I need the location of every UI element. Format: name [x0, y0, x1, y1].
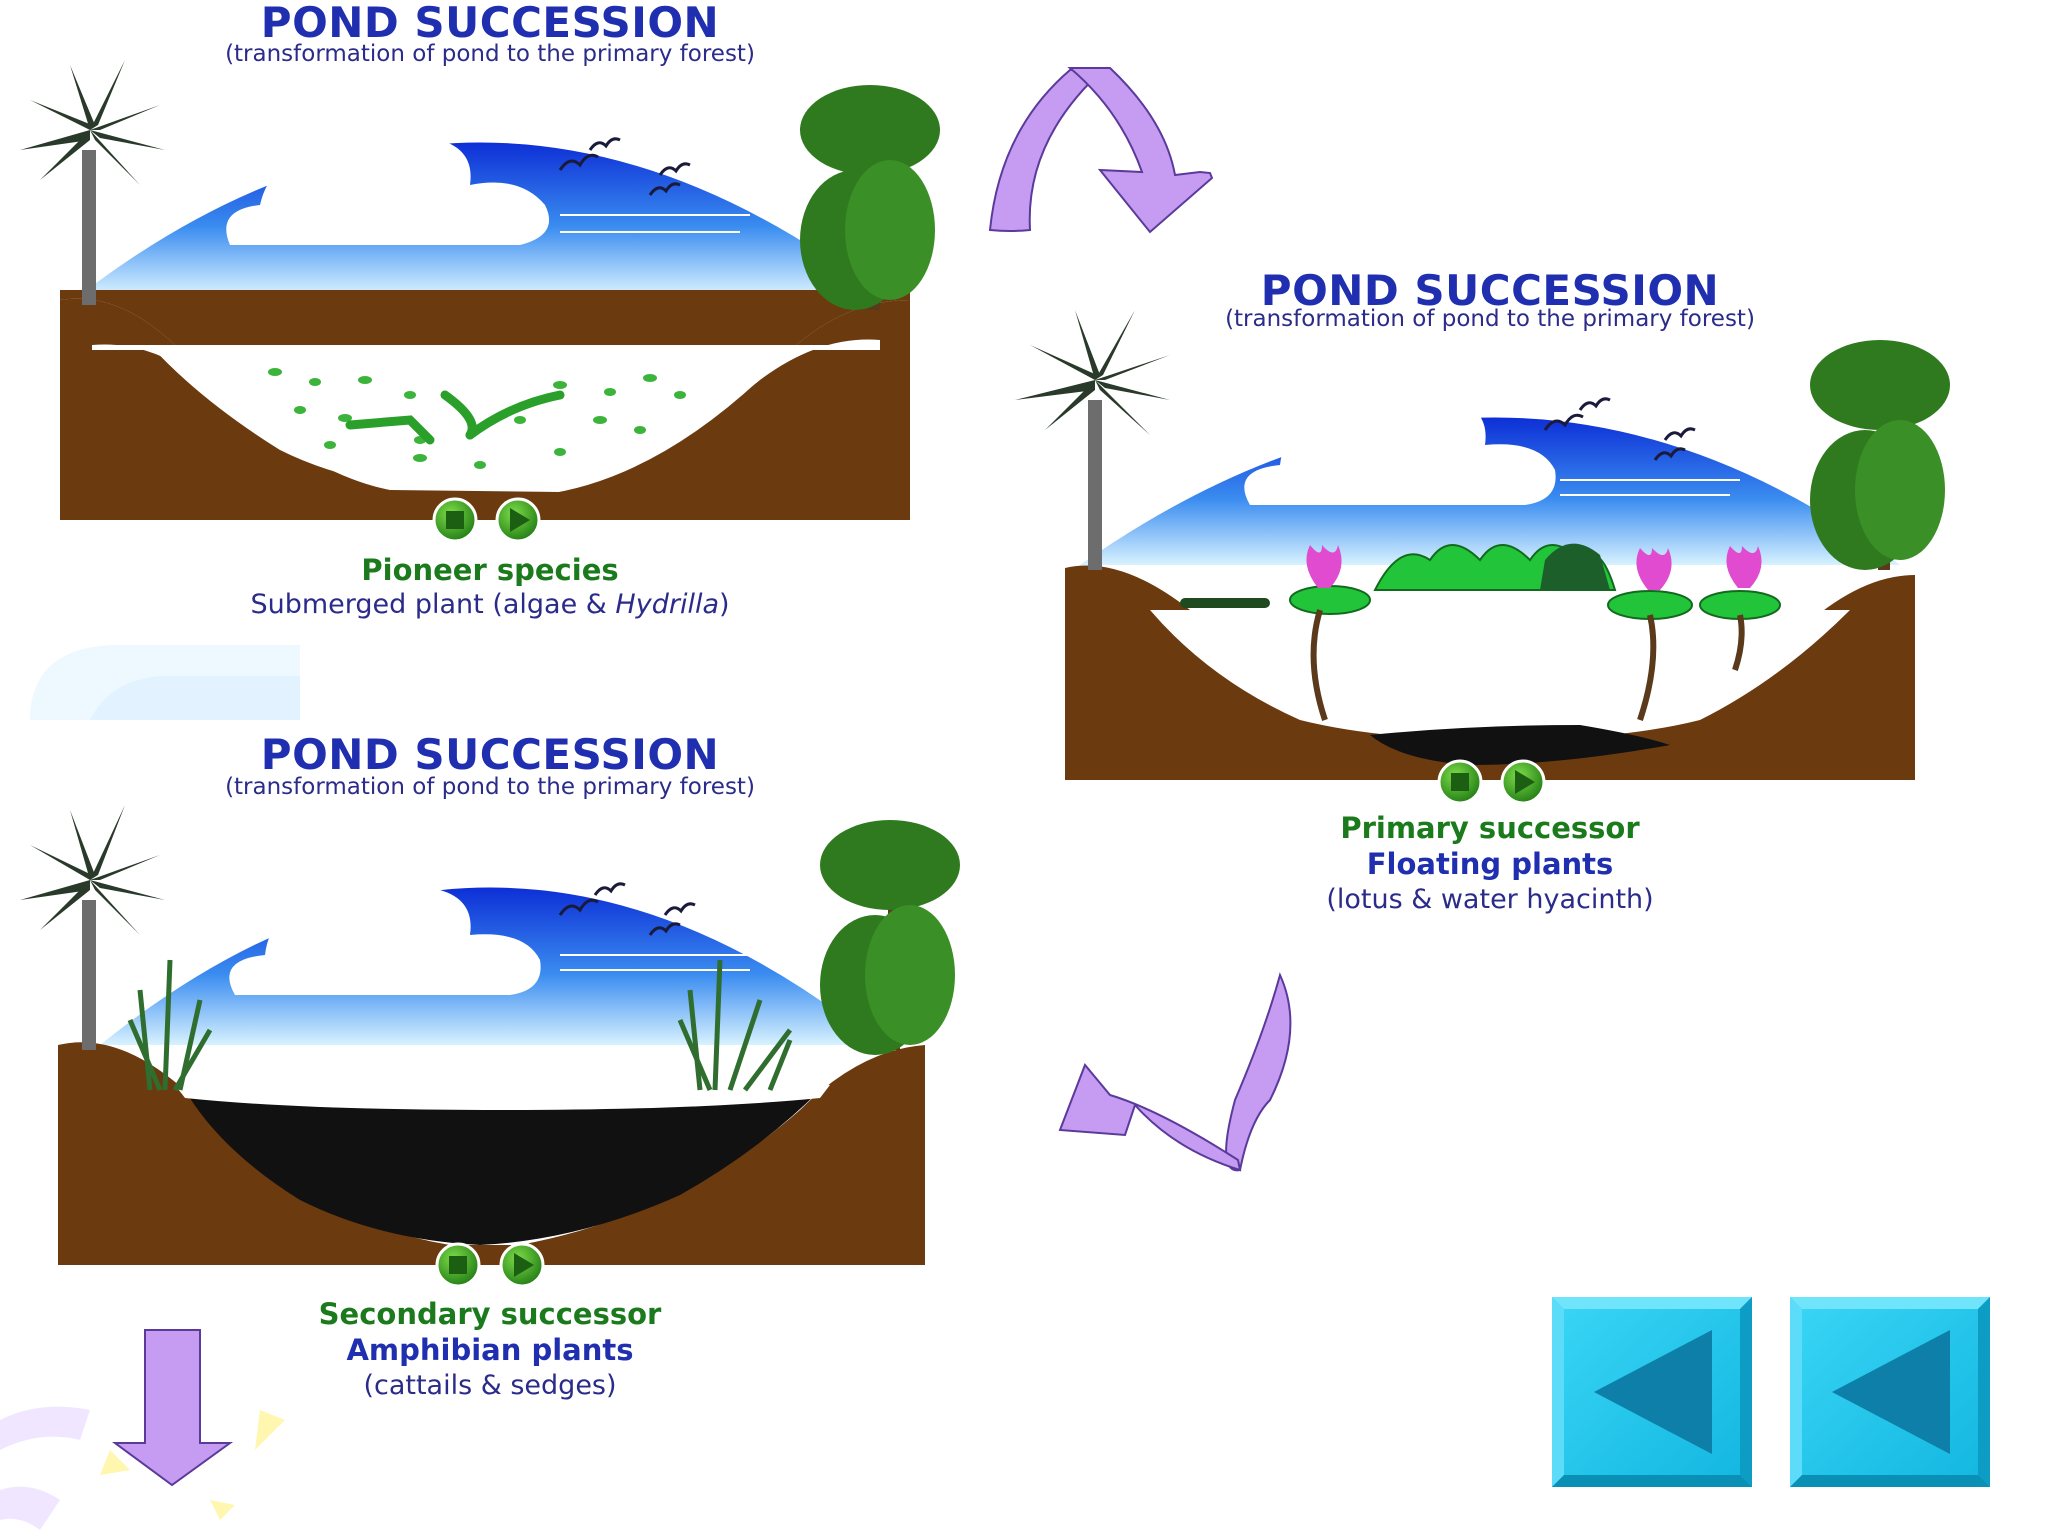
caption-text: Submerged plant (algae & — [250, 589, 616, 621]
pond-illustration-2 — [1015, 310, 1950, 780]
back-arrow-icon — [1594, 1330, 1712, 1454]
stop-button-icon[interactable] — [435, 1242, 481, 1288]
panel-secondary-successor: POND SUCCESSION (transformation of pond … — [160, 730, 820, 1430]
play-button-icon[interactable] — [499, 1242, 545, 1288]
caption-plant-type: Floating plants — [1366, 847, 1614, 882]
decor-shape — [255, 1410, 285, 1450]
play-button-icon[interactable] — [495, 497, 541, 543]
panel-subtitle: (transformation of pond to the primary f… — [1225, 306, 1755, 332]
pond-illustration-1 — [20, 60, 940, 520]
decor-shape — [100, 1450, 130, 1475]
stop-button-icon[interactable] — [1437, 759, 1483, 805]
caption-italic-text: Hydrilla — [615, 589, 719, 621]
panel-primary-successor: POND SUCCESSION (transformation of pond … — [1160, 260, 1820, 920]
panel-title: POND SUCCESSION — [260, 730, 720, 779]
panel-subtitle: (transformation of pond to the primary f… — [225, 774, 755, 800]
panel-title: POND SUCCESSION — [1260, 266, 1720, 315]
curved-arrow-icon — [988, 66, 1214, 234]
stop-button-icon[interactable] — [432, 497, 478, 543]
panel-subtitle: (transformation of pond to the primary f… — [225, 41, 755, 67]
caption: Pioneer species Submerged plant (algae &… — [160, 552, 820, 622]
curved-arrow-icon — [1058, 972, 1292, 1172]
decor-shape — [90, 676, 300, 720]
caption-examples: (cattails & sedges) — [363, 1369, 617, 1401]
caption-examples: (lotus & water hyacinth) — [1326, 883, 1654, 915]
back-button[interactable] — [1552, 1297, 1752, 1487]
play-button-icon[interactable] — [1500, 759, 1546, 805]
caption-plant-type: Amphibian plants — [346, 1333, 634, 1368]
decor-shape — [0, 1486, 60, 1530]
panel-pioneer: POND SUCCESSION (transformation of pond … — [160, 0, 820, 640]
pond-illustration-3 — [20, 805, 960, 1265]
caption: Secondary successor Amphibian plants (ca… — [160, 1296, 820, 1402]
caption-description: Submerged plant (algae & Hydrilla) — [160, 588, 820, 622]
caption-stage: Secondary successor — [318, 1297, 662, 1331]
decor-shape — [210, 1500, 235, 1520]
caption: Primary successor Floating plants (lotus… — [1160, 810, 1820, 916]
caption-stage: Primary successor — [1340, 811, 1640, 845]
caption-stage: Pioneer species — [361, 553, 619, 587]
down-arrow-icon — [111, 1329, 234, 1487]
back-arrow-icon — [1832, 1330, 1950, 1454]
previous-button[interactable] — [1790, 1297, 1990, 1487]
decor-shape — [0, 1406, 90, 1450]
panel-title: POND SUCCESSION — [260, 0, 720, 47]
caption-text: ) — [719, 589, 730, 621]
